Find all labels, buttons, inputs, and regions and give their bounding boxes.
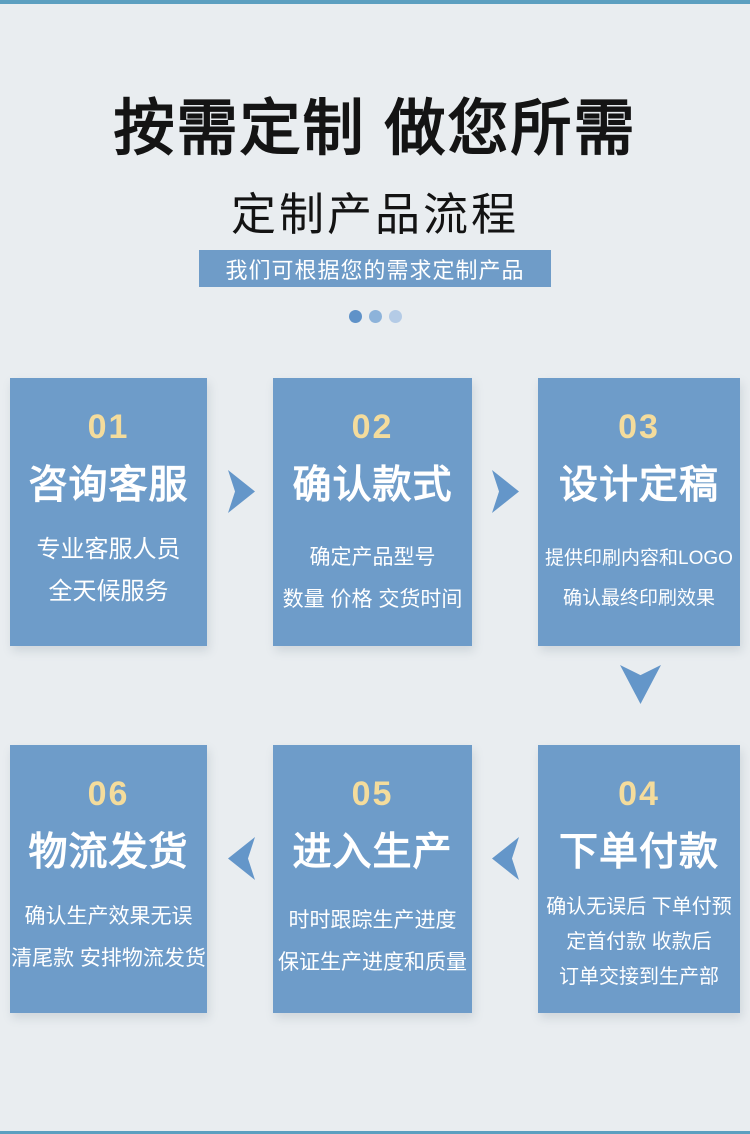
step-number: 06 — [87, 775, 130, 813]
step-description: 确认生产效果无误 清尾款 安排物流发货 — [11, 905, 206, 970]
dot-icon — [368, 310, 382, 323]
bottom-accent-bar — [0, 1131, 750, 1134]
step-title: 确认款式 — [292, 464, 453, 507]
step-number: 01 — [87, 408, 130, 446]
step-title: 下单付款 — [558, 831, 719, 874]
step-card-01: 01 咨询客服 专业客服人员 全天候服务 — [10, 378, 207, 646]
step-title: 咨询客服 — [28, 464, 189, 507]
step-title: 物流发货 — [28, 831, 189, 874]
arrow-left-icon — [492, 837, 519, 880]
step-number: 05 — [351, 775, 394, 813]
step-number: 04 — [618, 775, 660, 813]
step-number: 03 — [618, 408, 660, 446]
banner-ribbon: 我们可根据您的需求定制产品 — [199, 250, 551, 287]
arrow-left-icon — [228, 837, 255, 880]
step-card-04: 04 下单付款 确认无误后 下单付预 定首付款 收款后 订单交接到生产部 — [538, 745, 740, 1013]
step-card-06: 06 物流发货 确认生产效果无误 清尾款 安排物流发货 — [10, 745, 207, 1013]
step-card-05: 05 进入生产 时时跟踪生产进度 保证生产进度和质量 — [273, 745, 472, 1013]
step-number: 02 — [351, 408, 394, 446]
dots-decoration — [0, 310, 750, 323]
arrow-right-icon — [492, 470, 519, 513]
step-title: 设计定稿 — [558, 464, 719, 507]
step-description: 时时跟踪生产进度 保证生产进度和质量 — [278, 909, 467, 974]
page-title: 按需定制 做您所需 — [113, 94, 637, 162]
step-card-03: 03 设计定稿 提供印刷内容和LOGO 确认最终印刷效果 — [538, 378, 740, 646]
step-title: 进入生产 — [292, 831, 453, 874]
top-accent-bar — [0, 0, 750, 4]
arrow-right-icon — [228, 470, 255, 513]
step-description: 确定产品型号 数量 价格 交货时间 — [282, 546, 463, 611]
dot-icon — [348, 310, 362, 323]
step-description: 确认无误后 下单付预 定首付款 收款后 订单交接到生产部 — [546, 896, 732, 988]
page-subtitle: 定制产品流程 — [230, 189, 519, 240]
step-description: 提供印刷内容和LOGO 确认最终印刷效果 — [545, 548, 733, 609]
dot-icon — [388, 310, 402, 323]
arrow-down-icon — [620, 665, 661, 704]
step-card-02: 02 确认款式 确定产品型号 数量 价格 交货时间 — [273, 378, 472, 646]
step-description: 专业客服人员 全天候服务 — [36, 536, 181, 605]
